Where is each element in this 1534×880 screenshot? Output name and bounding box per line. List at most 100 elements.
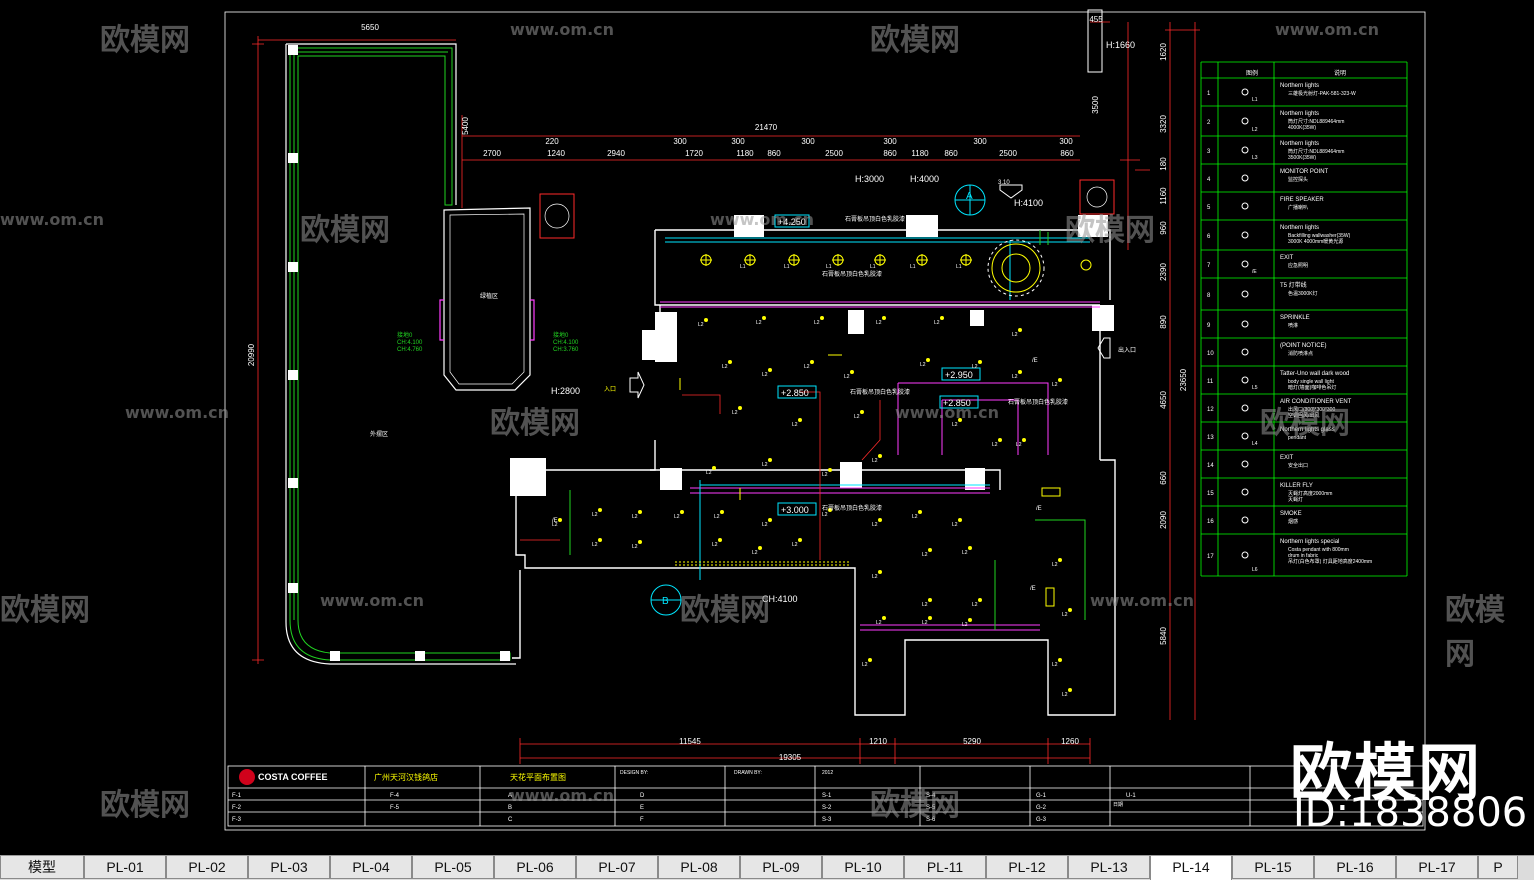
sheet-tab-p[interactable]: P (1478, 856, 1518, 879)
height-label: H:4000 (910, 174, 939, 184)
ceiling-light (828, 468, 832, 472)
note-left: CH:4.100 (397, 340, 423, 346)
sheet-tab-pl-07[interactable]: PL-07 (576, 856, 658, 879)
sheet-tab-pl-02[interactable]: PL-02 (166, 856, 248, 879)
light-tag: L2 (632, 514, 638, 520)
dim-top-row2: 1180 (736, 149, 754, 158)
ceiling-light (878, 570, 882, 574)
sheet-tab-pl-06[interactable]: PL-06 (494, 856, 576, 879)
note-left: 接地0 (397, 331, 413, 339)
legend-row-cn: 4000K(35W) (1288, 125, 1316, 131)
outdoor-terrace (289, 47, 511, 661)
light-tag: L1 (910, 264, 916, 270)
legend-row-cn: body single wall light (1288, 379, 1334, 385)
title-row: D (640, 793, 645, 799)
ceiling-light (728, 360, 732, 364)
legend-symbol-icon (1241, 260, 1249, 268)
legend-row-en: MONITOR POINT (1280, 169, 1329, 175)
light-tag: L2 (752, 550, 758, 556)
light-tag: L2 (972, 602, 978, 608)
light-tag: L2 (1012, 374, 1018, 380)
legend-row-no: 13 (1207, 435, 1214, 441)
legend-row-cn: 吊灯(白色布罩) 灯具距地高度2400mm (1288, 558, 1372, 565)
ceiling-light (1068, 608, 1072, 612)
section-b: B (662, 596, 669, 607)
level-label: +2.850 (943, 398, 971, 408)
light-tag: L2 (844, 374, 850, 380)
label-entrance2: 出入口 (1118, 346, 1136, 354)
sheet-tab-pl-15[interactable]: PL-15 (1232, 856, 1314, 879)
legend-row-cn: 烟感 (1288, 518, 1298, 525)
legend-row-no: 16 (1207, 519, 1214, 525)
ceiling-light (820, 316, 824, 320)
watermark-site: www.om.cn (510, 786, 615, 805)
light-tag: L2 (922, 602, 928, 608)
exit-tag: /E (552, 518, 558, 524)
legend-row-cn: 安全出口 (1288, 462, 1308, 469)
sheet-tab-pl-03[interactable]: PL-03 (248, 856, 330, 879)
label-ceiling: 石膏板吊顶白色乳胶漆 (822, 504, 882, 512)
sheet-tab-pl-05[interactable]: PL-05 (412, 856, 494, 879)
legend-row-no: 2 (1207, 120, 1211, 126)
ceiling-light (720, 510, 724, 514)
ceiling-light (1058, 558, 1062, 562)
watermark-site: www.om.cn (895, 403, 1000, 422)
ceiling-light (928, 548, 932, 552)
ceiling-light (638, 510, 642, 514)
sheet-tab-pl-04[interactable]: PL-04 (330, 856, 412, 879)
legend-row-cn: 筒灯尺寸:NDL889464mm (1288, 148, 1344, 155)
legend-row-cn: 暗灯(墙面)咖啡色吊灯 (1288, 384, 1336, 391)
sheet-tab-pl-09[interactable]: PL-09 (740, 856, 822, 879)
sheet-tab-pl-11[interactable]: PL-11 (904, 856, 986, 879)
ceiling-light (878, 518, 882, 522)
light-tag: L2 (674, 514, 680, 520)
sheet-tab-pl-13[interactable]: PL-13 (1068, 856, 1150, 879)
light-tag: L2 (972, 364, 978, 370)
level-label: +3.000 (781, 505, 809, 515)
legend-symbol-icon (1241, 516, 1249, 524)
legend-row-no: 14 (1207, 463, 1214, 469)
light-tag: L2 (712, 542, 718, 548)
legend-symbol-icon (1241, 202, 1249, 210)
watermark-logo: 欧模网 (870, 23, 960, 58)
title-row: F-4 (390, 793, 400, 799)
green-edges (569, 230, 1086, 630)
ceiling-light (762, 316, 766, 320)
sheet-tab-pl-01[interactable]: PL-01 (84, 856, 166, 879)
dim-top-row2: 1180 (911, 149, 929, 158)
legend-row-cn: 应急照明 (1288, 262, 1308, 269)
legend-row-no: 5 (1207, 205, 1211, 211)
dim-sub-top: 5400 (461, 117, 470, 135)
watermark-site: www.om.cn (710, 210, 815, 229)
legend-symbol-icon (1241, 88, 1249, 96)
sheet-tab-pl-16[interactable]: PL-16 (1314, 856, 1396, 879)
legend-row-no: 3 (1207, 149, 1211, 155)
note-right: CH:4.100 (553, 340, 579, 346)
dim-right-total: 23650 (1179, 368, 1188, 391)
sheet-tab-pl-10[interactable]: PL-10 (822, 856, 904, 879)
dim-top-row2: 1240 (547, 149, 565, 158)
lights-l1 (700, 254, 1092, 271)
dim-right: 4650 (1159, 391, 1168, 409)
sheet-tab-pl-12[interactable]: PL-12 (986, 856, 1068, 879)
level-label: +2.850 (781, 388, 809, 398)
ceiling-light (738, 406, 742, 410)
arrows (629, 184, 1111, 399)
ceiling-light (850, 370, 854, 374)
sheet-tab-pl-14[interactable]: PL-14 (1150, 856, 1232, 880)
light-tag: L2 (592, 512, 598, 518)
legend-row-tag: L6 (1252, 567, 1258, 573)
legend-symbol-icon (1241, 348, 1249, 356)
title-row: F-2 (232, 805, 242, 811)
light-tag: L2 (1052, 662, 1058, 668)
legend-row-cn: 筒灯尺寸:NDL889464mm (1288, 118, 1344, 125)
ceiling-light (926, 358, 930, 362)
light-tag: L2 (822, 472, 828, 478)
dim-right: 2090 (1159, 511, 1168, 529)
sheet-tab-pl-08[interactable]: PL-08 (658, 856, 740, 879)
legend-row-tag: L4 (1252, 441, 1258, 447)
sheet-tab-pl-17[interactable]: PL-17 (1396, 856, 1478, 879)
note-right: CH:3.760 (553, 347, 579, 353)
sheet-tab-模型[interactable]: 模型 (0, 856, 84, 879)
